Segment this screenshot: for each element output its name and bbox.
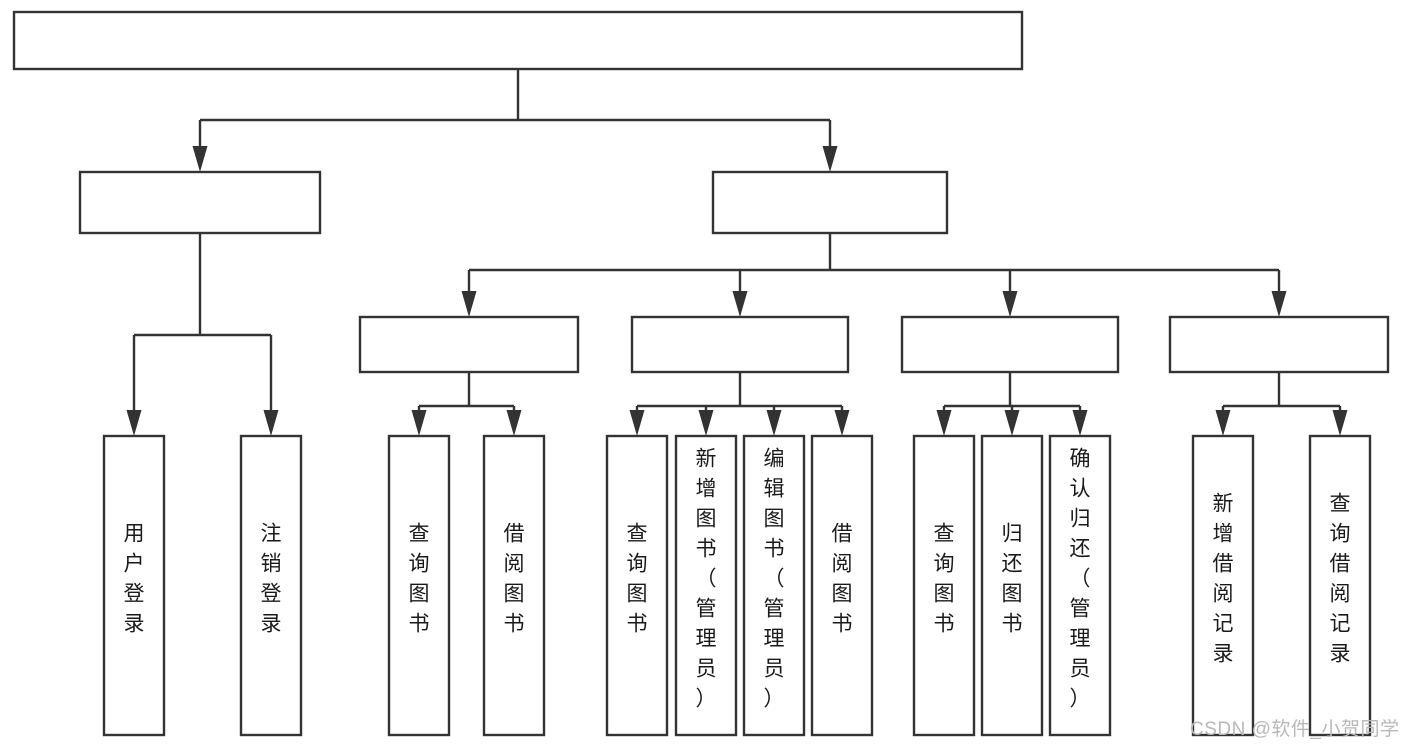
arrow-head-book-management-to-new-book-recommend [461,291,477,317]
node-nbr-query-book[interactable]: 查询图书 [387,434,451,737]
node-box-cb-return-book [980,434,1044,737]
node-borrow-records[interactable] [1168,315,1390,374]
node-root[interactable] [12,10,1024,71]
arrow-head-current-borrow-to-cb-confirm-return [1072,410,1088,436]
arrow-head-borrow-records-to-br-query-record [1332,410,1348,436]
node-box-cb-confirm-return [1048,434,1112,737]
arrow-head-current-borrow-to-cb-query-book [936,410,952,436]
arrow-head-root-to-user-login [192,146,208,172]
node-nbr-borrow-book[interactable]: 借阅图书 [482,434,546,737]
node-book-management[interactable] [711,170,949,235]
node-box-bb-edit-book [742,434,806,737]
node-label-br-add-record: 新增借阅记录 [1213,493,1234,666]
node-cb-query-book[interactable]: 查询图书 [912,434,976,737]
arrow-head-book-borrow-to-bb-add-book [698,410,714,436]
node-label-cb-return-book: 归还图书 [1002,523,1023,636]
arrow-head-current-borrow-to-cb-return-book [1004,410,1020,436]
arrow-head-book-management-to-borrow-records [1271,291,1287,317]
node-box-book-borrow [630,315,850,374]
node-cb-return-book[interactable]: 归还图书 [980,434,1044,737]
node-label-login: 用户登录 [124,523,145,636]
node-br-query-record[interactable]: 查询借阅记录 [1308,434,1372,737]
node-box-bb-query-book [605,434,669,737]
node-box-bb-borrow-book [810,434,874,737]
arrow-head-new-book-recommend-to-nbr-borrow-book [506,410,522,436]
node-box-br-add-record [1191,434,1255,737]
node-box-nbr-query-book [387,434,451,737]
node-box-nbr-borrow-book [482,434,546,737]
node-current-borrow[interactable] [900,315,1120,374]
arrow-head-book-management-to-current-borrow [1002,291,1018,317]
node-box-root [12,10,1024,71]
csdn-watermark: CSDN @软件_小贺同学 [1190,719,1400,740]
nodes-layer: 用户登录 注销登录 查询图书 借阅图书 查询图书 新增图书（管理员） 编辑图书（管理员） 借阅… [12,10,1390,737]
node-logout[interactable]: 注销登录 [239,434,303,737]
node-box-book-management [711,170,949,235]
node-cb-confirm-return[interactable]: 确认归还（管理员） [1048,434,1112,737]
node-label-bb-edit-book: 编辑图书（管理员） [764,448,785,711]
arrow-head-borrow-records-to-br-add-record [1215,410,1231,436]
arrow-head-book-borrow-to-bb-borrow-book [834,410,850,436]
node-label-logout: 注销登录 [261,523,282,636]
node-new-book-recommend[interactable] [358,315,580,374]
node-label-bb-query-book: 查询图书 [627,523,648,636]
node-br-add-record[interactable]: 新增借阅记录 [1191,434,1255,737]
arrow-head-user-login-to-login [126,410,142,436]
edges-layer [126,69,1348,436]
node-login[interactable]: 用户登录 [102,434,166,737]
node-box-cb-query-book [912,434,976,737]
node-label-nbr-query-book: 查询图书 [409,523,430,636]
arrow-head-new-book-recommend-to-nbr-query-book [411,410,427,436]
node-box-logout [239,434,303,737]
node-box-new-book-recommend [358,315,580,374]
arrow-head-root-to-book-management [822,146,838,172]
node-label-bb-borrow-book: 借阅图书 [832,523,853,636]
node-box-bb-add-book [674,434,738,737]
node-label-nbr-borrow-book: 借阅图书 [504,523,525,636]
node-label-bb-add-book: 新增图书（管理员） [696,448,717,711]
node-label-cb-query-book: 查询图书 [934,523,955,636]
arrow-head-user-login-to-logout [263,410,279,436]
node-user-login[interactable] [78,170,322,235]
node-box-br-query-record [1308,434,1372,737]
node-bb-add-book[interactable]: 新增图书（管理员） [674,434,738,737]
node-box-login [102,434,166,737]
node-box-borrow-records [1168,315,1390,374]
node-bb-edit-book[interactable]: 编辑图书（管理员） [742,434,806,737]
node-bb-borrow-book[interactable]: 借阅图书 [810,434,874,737]
arrow-head-book-borrow-to-bb-edit-book [766,410,782,436]
node-bb-query-book[interactable]: 查询图书 [605,434,669,737]
node-box-user-login [78,170,322,235]
arrow-head-book-borrow-to-bb-query-book [629,410,645,436]
node-label-br-query-record: 查询借阅记录 [1330,493,1351,666]
node-label-cb-confirm-return: 确认归还（管理员） [1070,448,1091,711]
node-book-borrow[interactable] [630,315,850,374]
node-box-current-borrow [900,315,1120,374]
arrow-head-book-management-to-book-borrow [732,291,748,317]
